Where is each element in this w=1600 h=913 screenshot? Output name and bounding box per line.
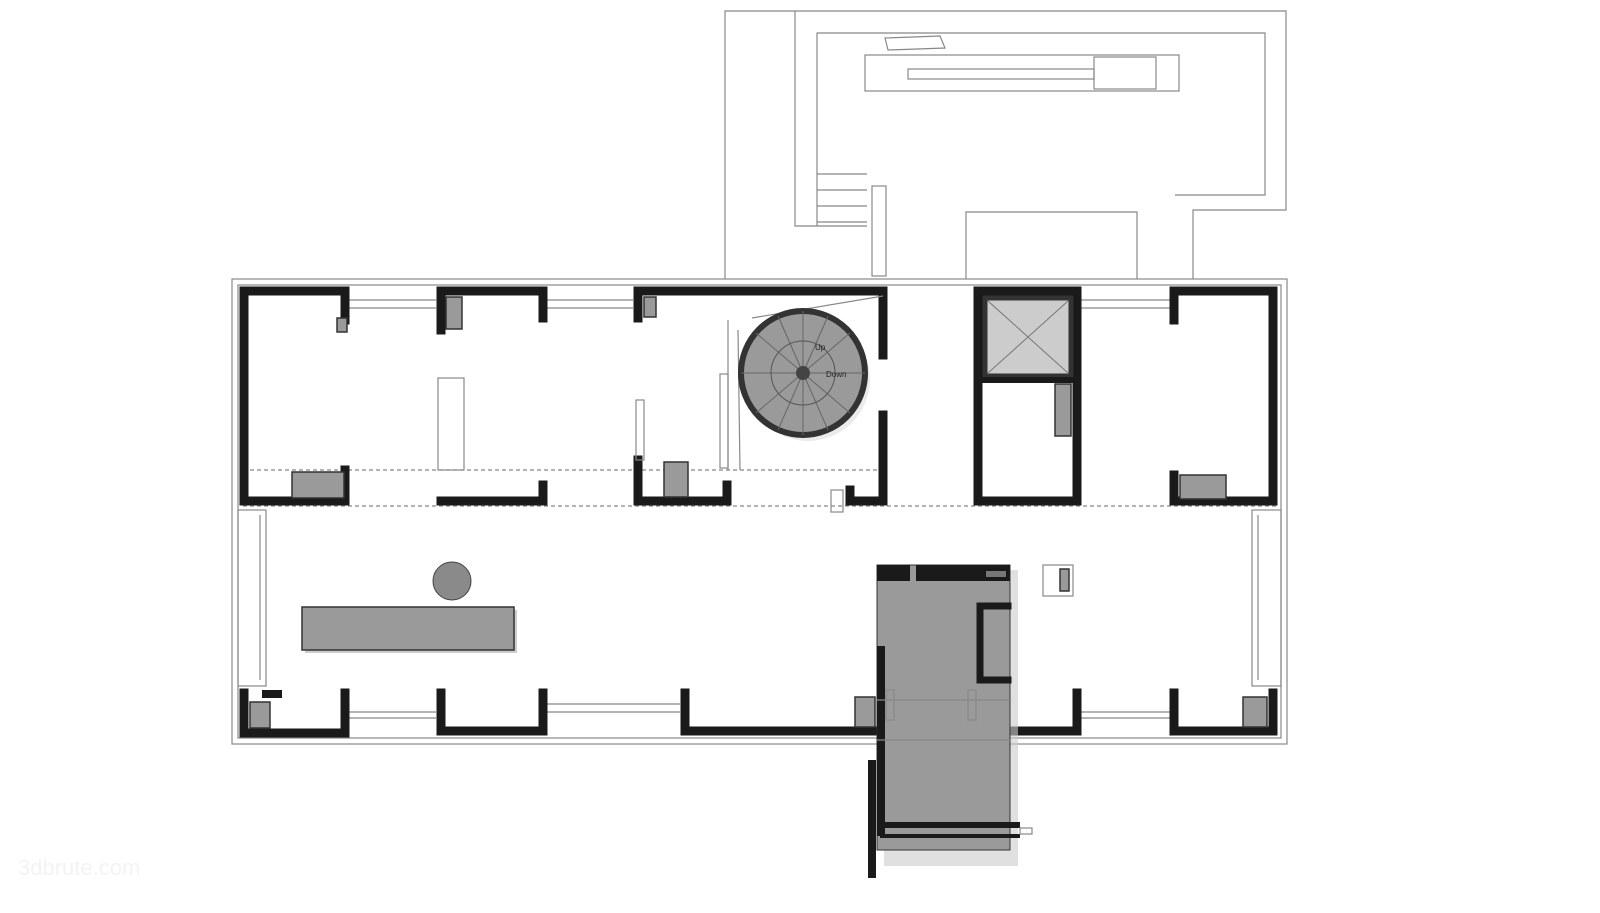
stair-down-label: Down: [826, 370, 846, 379]
room-2: [436, 286, 548, 506]
stair-up-label: Up: [815, 343, 826, 352]
room-3: [633, 286, 888, 506]
room-4: [973, 286, 1082, 506]
spiral-stair: Up Down: [738, 308, 870, 441]
room-1: [239, 286, 350, 506]
building-outline: [231, 278, 1288, 745]
upper-terrace: [724, 10, 1287, 279]
dining-table: [301, 561, 517, 653]
room-5: [1169, 286, 1278, 506]
cabinet: [1042, 564, 1074, 597]
entry-stair: [868, 564, 1033, 878]
watermark: 3dbrute.com: [18, 855, 141, 880]
